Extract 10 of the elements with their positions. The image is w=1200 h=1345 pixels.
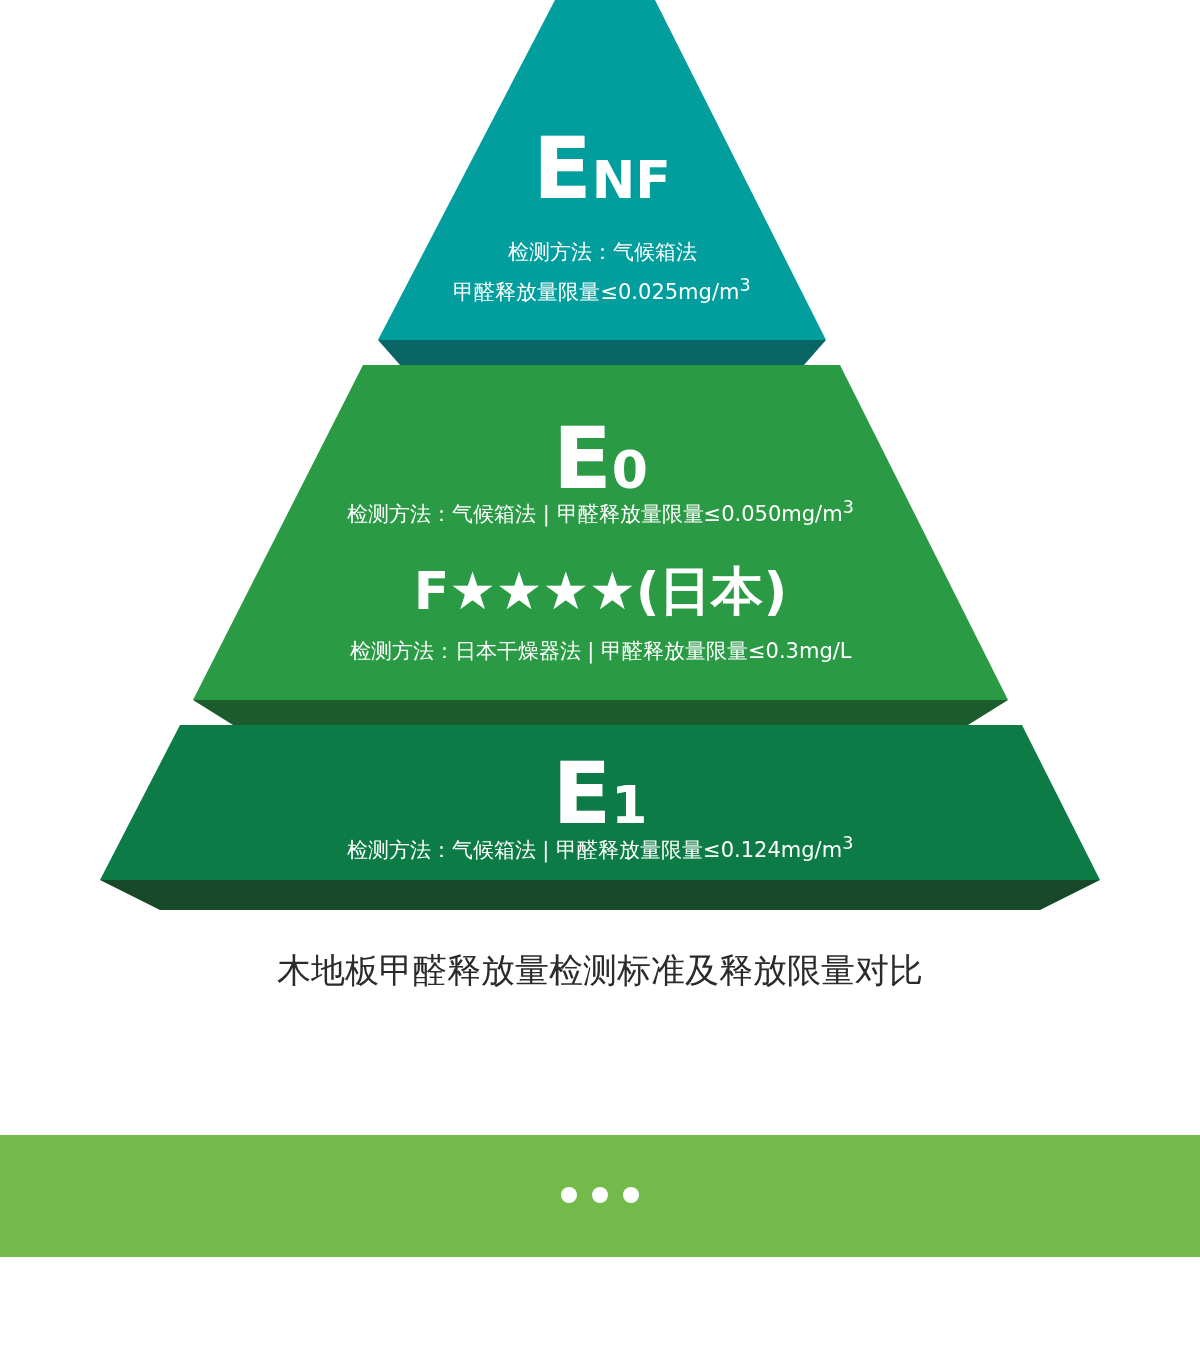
- standard-text: 检测方法：气候箱法: [507, 242, 697, 263]
- standard-text: 检测方法：气候箱法 | 甲醛释放量限量≤0.124mg/m$^{3}$: [346, 835, 854, 861]
- caption: 木地板甲醛释放量检测标准及释放限量对比: [277, 949, 923, 992]
- grade-label: E1: [552, 750, 648, 836]
- standard-text: 检测方法：日本干燥器法 | 甲醛释放量限量≤0.3mg/L: [349, 641, 852, 662]
- standard-text: 检测方法：气候箱法 | 甲醛释放量限量≤0.050mg/m$^{3}$: [347, 499, 854, 525]
- standard-text: 甲醛释放量限量≤0.025mg/m$^{3}$: [453, 277, 751, 303]
- grade-label: ENF: [533, 125, 671, 211]
- grade-label: F★★★★(日本): [413, 565, 788, 617]
- grade-label: E0: [553, 415, 648, 501]
